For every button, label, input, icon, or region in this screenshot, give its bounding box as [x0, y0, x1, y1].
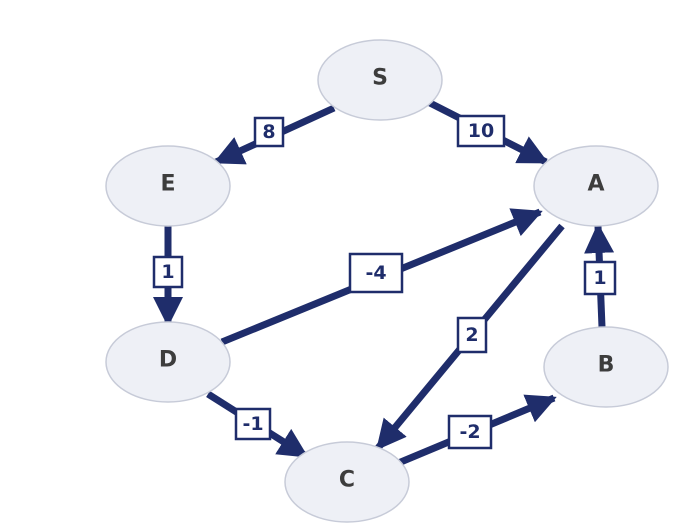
edge-a-c-weight: 2	[465, 324, 478, 346]
edge-a-c[interactable]: 2	[375, 223, 565, 451]
edge-b-a[interactable]: 1	[583, 223, 617, 328]
node-e-circle	[105, 145, 231, 227]
edge-b-a-weight: 1	[593, 267, 606, 289]
edges-layer: 8 10 1 -4 2 1	[152, 99, 617, 468]
edge-s-e[interactable]: 8	[213, 104, 336, 166]
node-c-label: C	[339, 468, 355, 493]
node-b-label: B	[598, 353, 615, 378]
edge-c-b[interactable]: -2	[394, 394, 557, 468]
edge-s-e-weight: 8	[262, 121, 275, 143]
edge-d-a-weight: -4	[365, 262, 386, 284]
edge-s-a[interactable]: 10	[428, 99, 549, 166]
node-s-circle	[317, 39, 443, 121]
edge-s-e-weight-box	[253, 116, 285, 148]
node-a-label: A	[587, 172, 604, 197]
node-a[interactable]: A	[533, 145, 659, 227]
node-s-label: S	[372, 66, 388, 91]
edge-b-a-weight-box	[583, 260, 617, 296]
node-e-label: E	[160, 172, 175, 197]
edge-e-d-weight-box	[152, 255, 184, 289]
node-b-circle	[543, 326, 669, 408]
node-s[interactable]: S	[317, 39, 443, 121]
edge-d-c[interactable]: -1	[206, 391, 309, 459]
edge-d-a[interactable]: -4	[220, 208, 543, 346]
edge-s-a-weight-box	[456, 114, 506, 148]
edge-s-a-weight: 10	[468, 120, 494, 142]
node-d[interactable]: D	[105, 321, 231, 403]
node-d-label: D	[159, 348, 177, 373]
edge-c-b-weight-box	[447, 414, 493, 450]
node-c[interactable]: C	[284, 441, 410, 523]
nodes-layer: S E A D B C	[105, 39, 669, 523]
edge-d-a-weight-box	[348, 252, 404, 294]
node-c-circle	[284, 441, 410, 523]
edge-c-b-weight: -2	[459, 421, 480, 443]
edge-e-d-weight: 1	[161, 261, 174, 283]
node-e[interactable]: E	[105, 145, 231, 227]
edge-e-d[interactable]: 1	[152, 226, 184, 327]
node-d-circle	[105, 321, 231, 403]
edge-a-c-weight-box	[456, 316, 488, 354]
node-b[interactable]: B	[543, 326, 669, 408]
edge-d-c-weight: -1	[242, 413, 263, 435]
node-a-circle	[533, 145, 659, 227]
edge-d-c-weight-box	[234, 407, 272, 441]
